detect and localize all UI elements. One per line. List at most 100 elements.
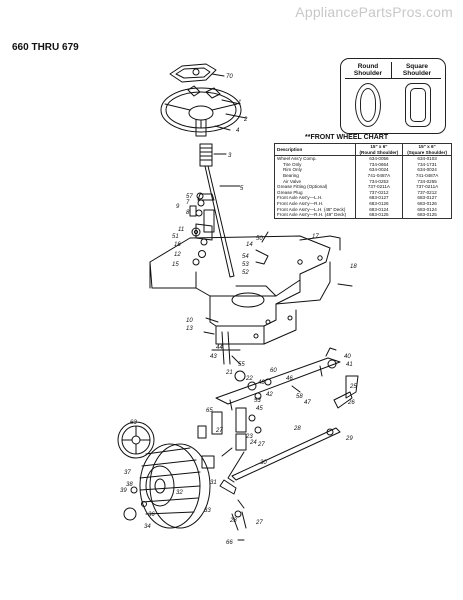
square-shoulder-part-no: 634-0024 — [402, 167, 452, 173]
callout-number: 2 — [243, 117, 248, 123]
callout-number: 45 — [256, 406, 263, 412]
callout-number: 16 — [174, 242, 181, 248]
callout-number: 32 — [176, 490, 183, 496]
callout-number: 34 — [144, 524, 151, 530]
header-square-shoulder: 15" x 6"(Square Shoulder) — [402, 142, 452, 157]
square-shoulder-part-no: 683-0127 — [402, 195, 452, 201]
callout-number: 53 — [254, 398, 261, 404]
callout-number: 36 — [148, 512, 155, 518]
callout-number: 3 — [228, 153, 232, 159]
square-shoulder-part-no: 683-0125 — [402, 212, 452, 219]
callout-number: 65 — [206, 408, 213, 414]
square-shoulder-part-no: 734-0255 — [402, 178, 452, 185]
steering-shaft-part — [195, 143, 241, 278]
callout-number: 5 — [240, 186, 244, 192]
chassis-frame-part — [149, 231, 353, 345]
shoulder-header-line — [345, 78, 441, 79]
steering-wheel-part — [160, 85, 247, 137]
callout-number: 27 — [255, 520, 263, 526]
row-description: Front Axle Ass'y—L.H. (48" Deck) — [274, 206, 356, 213]
callout-number: 43 — [210, 354, 217, 360]
row-description: Bearing — [274, 172, 356, 179]
callout-number: 70 — [226, 74, 233, 80]
row-description: Tire Only — [274, 161, 356, 168]
callout-number: 18 — [350, 264, 357, 270]
callout-number: 30 — [260, 460, 267, 466]
front-wheel-chart-table: Description 15" x 6"(Round Shoulder) 15"… — [274, 142, 452, 219]
callout-number: 48 — [258, 380, 265, 386]
callout-number: 53 — [242, 262, 249, 268]
callout-number: 31 — [210, 480, 217, 486]
callout-number: 25 — [349, 384, 357, 390]
callout-number: 28 — [229, 518, 237, 524]
callout-number: 33 — [204, 508, 211, 514]
row-description: Wheel Ass'y Comp. — [274, 155, 356, 162]
row-description: Grease Fitting (Optional) — [274, 184, 356, 190]
callout-number: 10 — [186, 318, 193, 324]
callout-number: 47 — [304, 400, 311, 406]
square-shoulder-part-no: 741-0487A — [402, 172, 452, 179]
steering-hardware-part — [189, 192, 208, 266]
callout-number: 39 — [120, 488, 127, 494]
callout-number: 13 — [186, 326, 193, 332]
row-description: Front Axle Ass'y—R.H. — [274, 200, 356, 207]
square-shoulder-part-no: 683-0126 — [402, 200, 452, 207]
callout-number: 50 — [256, 236, 263, 242]
shoulder-divider — [391, 62, 392, 78]
hub-cap-part — [117, 421, 155, 459]
front-wheel-chart-title: **FRONT WHEEL CHART — [305, 134, 389, 141]
table-row: Front Axle Ass'y—L.H. (48" Deck) 683-0124… — [274, 206, 452, 213]
callout-number: 24 — [249, 440, 257, 446]
callout-number: 8 — [186, 210, 190, 216]
row-description: Front Axle Ass'y—L.H. — [274, 195, 356, 201]
round-shoulder-tire-icon — [355, 83, 381, 127]
callout-number: 22 — [245, 376, 253, 382]
header-description: Description — [274, 142, 356, 157]
row-description: Air Valve — [274, 178, 356, 185]
callout-number: 63 — [130, 420, 137, 426]
model-range-title: 660 THRU 679 — [12, 42, 79, 53]
callout-number: 29 — [345, 436, 353, 442]
callout-number: 28 — [293, 426, 301, 432]
callout-number: 12 — [174, 252, 181, 258]
callout-number: 11 — [178, 227, 184, 233]
callout-number: 14 — [246, 242, 253, 248]
front-axle-part — [215, 347, 359, 411]
callout-number: 51 — [172, 234, 179, 240]
table-row: Front Axle Ass'y—R.H. (48" Deck) 683-0125… — [274, 212, 452, 219]
square-shoulder-part-no: 734-1731 — [402, 161, 452, 168]
bottom-bolt-part — [231, 510, 247, 541]
watermark: AppliancePartsPros.com — [295, 4, 453, 20]
callout-number: 9 — [176, 204, 180, 210]
row-description: Front Axle Ass'y—R.H. (48" Deck) — [274, 212, 356, 219]
row-description: Rim Only — [274, 167, 356, 173]
square-shoulder-part-no: 737-0211A — [402, 184, 452, 190]
row-description: Grease Plug — [274, 189, 356, 196]
callout-number: 7 — [186, 200, 190, 206]
callout-number: 40 — [344, 354, 351, 360]
table-header-row: Description 15" x 6"(Round Shoulder) 15"… — [274, 142, 452, 157]
callout-number: 27 — [215, 428, 223, 434]
callout-number: 26 — [347, 400, 355, 406]
callout-number: 44 — [216, 345, 223, 351]
callout-number: 57 — [186, 194, 193, 200]
square-shoulder-part-no: 634-0103 — [402, 155, 452, 162]
steering-cap-part — [169, 63, 225, 83]
spindle-part — [197, 407, 262, 483]
square-shoulder-tire-icon — [405, 83, 431, 127]
callout-number: 41 — [346, 362, 353, 368]
square-shoulder-part-no: 683-0124 — [402, 206, 452, 213]
callout-number: 52 — [242, 270, 249, 276]
